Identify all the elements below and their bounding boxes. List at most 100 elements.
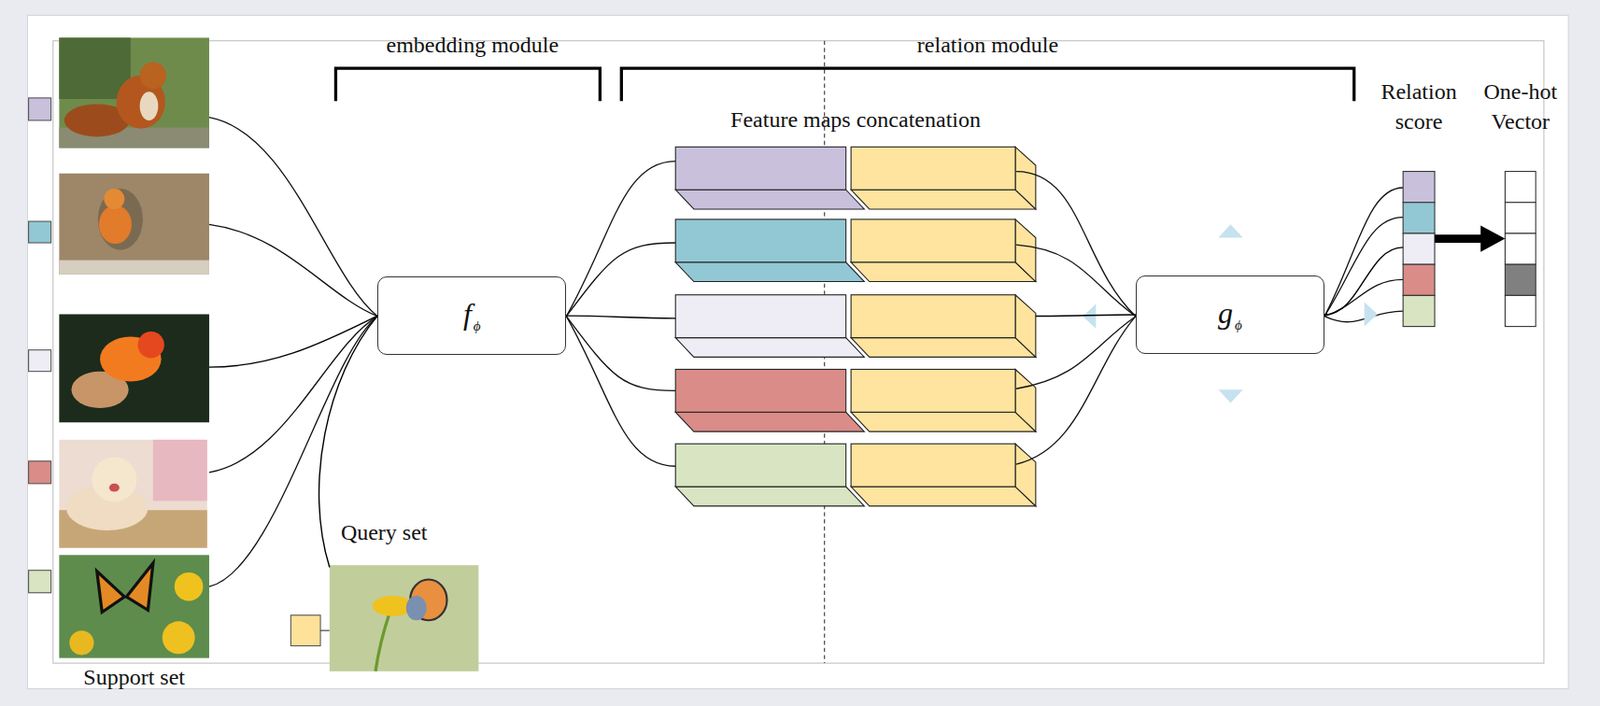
connector-line <box>566 315 676 319</box>
bracket <box>621 68 1354 101</box>
wire <box>1324 311 1403 323</box>
stem <box>375 611 390 671</box>
photo-bg <box>58 554 210 658</box>
frame <box>53 41 1544 664</box>
class-swatch <box>28 461 52 484</box>
feature-maps <box>675 146 1036 507</box>
connector-line <box>1434 234 1482 243</box>
arrow-head <box>1480 225 1505 252</box>
heading-text: Query set <box>340 517 428 548</box>
wire <box>566 316 676 468</box>
triangle <box>1217 224 1243 238</box>
feature-block <box>1015 146 1036 210</box>
feature-block <box>850 486 1036 507</box>
photo-bg <box>58 439 207 549</box>
mouth <box>109 483 120 493</box>
connector <box>1035 314 1136 317</box>
parameter-subscript: ϕ <box>1234 317 1243 333</box>
feature-pair <box>675 219 1036 283</box>
class-swatch <box>28 570 52 594</box>
feature-pair <box>675 146 1036 210</box>
feature-block <box>850 219 1016 263</box>
wire <box>566 316 676 392</box>
feature-block <box>675 262 864 283</box>
embedding-function-box: fϕ <box>377 276 567 355</box>
math-label: fϕ <box>463 297 482 335</box>
goldfish-photo <box>58 313 210 423</box>
flower <box>69 630 94 655</box>
vector-cell <box>1504 295 1536 326</box>
module-label: relation module <box>917 30 1059 59</box>
feature-pair <box>675 443 1036 507</box>
flower <box>174 572 204 602</box>
wire <box>566 242 676 317</box>
support-wires <box>209 117 676 588</box>
feature-block <box>850 368 1016 412</box>
wire <box>209 316 378 473</box>
heading-group: Relation score <box>1370 76 1469 137</box>
connector-line <box>1035 314 1136 317</box>
connector-line <box>209 315 378 368</box>
feature-block <box>675 189 864 210</box>
feature-block <box>850 411 1036 432</box>
feature-block <box>675 411 864 432</box>
flower <box>162 621 196 654</box>
connector <box>1324 247 1403 315</box>
function-symbol: f <box>463 297 472 331</box>
score-cell <box>1402 171 1435 203</box>
connector-line <box>1324 247 1403 315</box>
one-hot-cells <box>1504 171 1536 327</box>
connector <box>209 315 378 368</box>
class-swatch <box>28 98 52 121</box>
feature-block <box>675 338 864 358</box>
heading-group: Query set <box>340 517 428 548</box>
photo-bg <box>58 37 210 148</box>
support-set-panel: Support set <box>58 37 210 658</box>
feature-block <box>850 338 1036 358</box>
wing <box>126 563 153 610</box>
feature-block <box>1015 443 1036 507</box>
photo-bg <box>58 173 210 275</box>
feature-block <box>850 262 1036 283</box>
head <box>137 331 164 358</box>
heading-text: Feature maps concatenation <box>730 104 981 135</box>
connector <box>566 315 676 319</box>
photo-bg <box>153 439 208 502</box>
butterfly-photo <box>58 554 210 658</box>
bracket <box>335 68 600 101</box>
wire <box>209 224 378 316</box>
connector <box>1434 225 1505 252</box>
feature-block <box>850 189 1036 210</box>
bird-photo <box>58 173 210 275</box>
feature-block <box>675 295 846 339</box>
head <box>91 456 137 502</box>
feature-block <box>675 486 864 507</box>
wing <box>406 595 427 621</box>
wire <box>209 117 378 317</box>
wire <box>1016 244 1136 316</box>
feature-block <box>850 146 1016 190</box>
wire <box>1324 279 1403 316</box>
wire <box>209 316 378 588</box>
wire <box>566 161 676 317</box>
tick <box>320 630 330 632</box>
wire <box>1016 316 1136 390</box>
triangle <box>1082 304 1096 329</box>
class-swatch <box>28 350 52 372</box>
score-cell <box>1402 264 1435 296</box>
query-swatch <box>290 615 321 647</box>
connector <box>319 315 379 567</box>
heading-group: Feature maps concatenation <box>730 104 981 135</box>
squirrel-photo <box>58 37 210 148</box>
branch <box>58 260 210 275</box>
heading-text: Relation score <box>1370 76 1469 137</box>
math-label: gϕ <box>1217 296 1243 334</box>
connector-line <box>319 315 379 567</box>
heading-group: Support set <box>83 662 185 693</box>
wire <box>1324 187 1403 317</box>
relation-score-cells <box>1402 171 1435 327</box>
score-cell <box>1402 202 1435 234</box>
